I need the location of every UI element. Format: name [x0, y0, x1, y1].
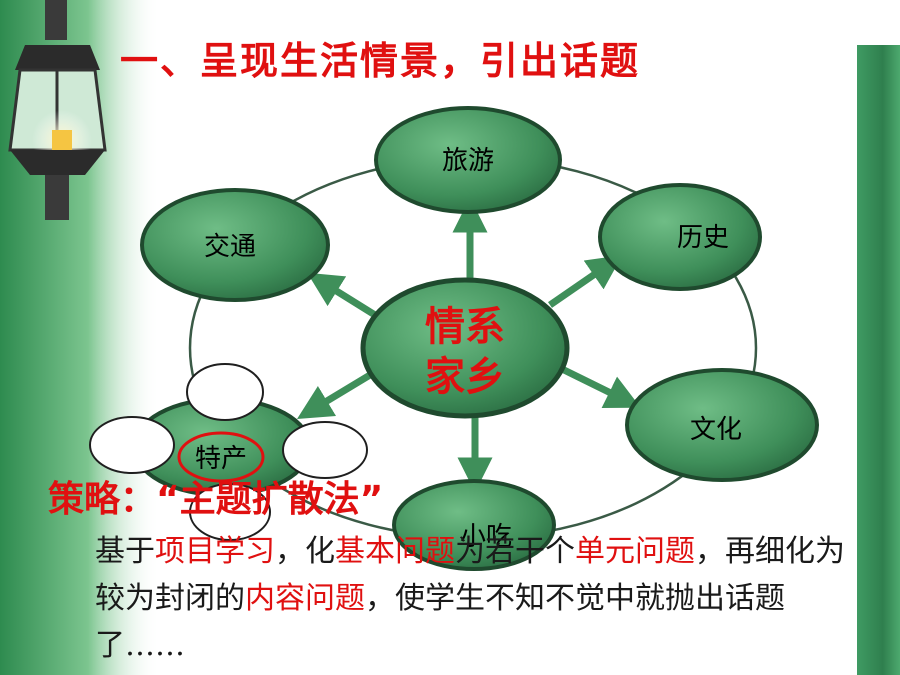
strategy-paragraph: 基于项目学习，化基本问题为若干个单元问题，再细化为较为封闭的内容问题，使学生不知…: [95, 528, 845, 669]
node-tourism-label: 旅游: [442, 146, 494, 176]
para-highlight-content-question: 内容问题: [245, 581, 365, 616]
node-history-label: 历史: [677, 223, 729, 253]
decorative-side-bar: [857, 45, 900, 675]
node-snacks-label: 小吃: [460, 522, 512, 552]
para-text-3: 为若干个: [455, 534, 575, 569]
para-text-4: ，再细化为较为封闭的: [95, 534, 845, 616]
para-text-5: ，使学生不知不觉中就抛出话题了……: [95, 581, 785, 663]
lantern-icon: [8, 0, 107, 220]
center-label-line2: 家乡: [425, 354, 505, 400]
para-text-1: 基于: [95, 534, 155, 569]
para-text-2: ，化: [275, 534, 335, 569]
node-snacks: 小吃: [392, 479, 556, 571]
node-history: 历史: [598, 183, 762, 291]
highlight-circle: [177, 431, 265, 483]
node-tourism: 旅游: [374, 106, 562, 214]
node-specialty-label: 特产: [195, 444, 247, 474]
empty-sub-bubbles: [89, 363, 368, 541]
strategy-heading: 策略：“主题扩散法”: [48, 479, 384, 520]
para-highlight-project-learning: 项目学习: [155, 534, 275, 569]
connector-arrows: [297, 197, 641, 493]
node-culture: 文化: [625, 368, 819, 482]
node-culture-label: 文化: [690, 415, 742, 445]
center-node: 情系 家乡: [360, 277, 570, 419]
page-title: 一、呈现生活情景，引出话题: [120, 39, 641, 83]
center-label-line1: 情系: [425, 304, 505, 350]
node-transport-label: 交通: [204, 232, 256, 262]
para-highlight-unit-question: 单元问题: [575, 534, 695, 569]
para-highlight-basic-question: 基本问题: [335, 534, 455, 569]
node-transport: 交通: [140, 188, 330, 302]
